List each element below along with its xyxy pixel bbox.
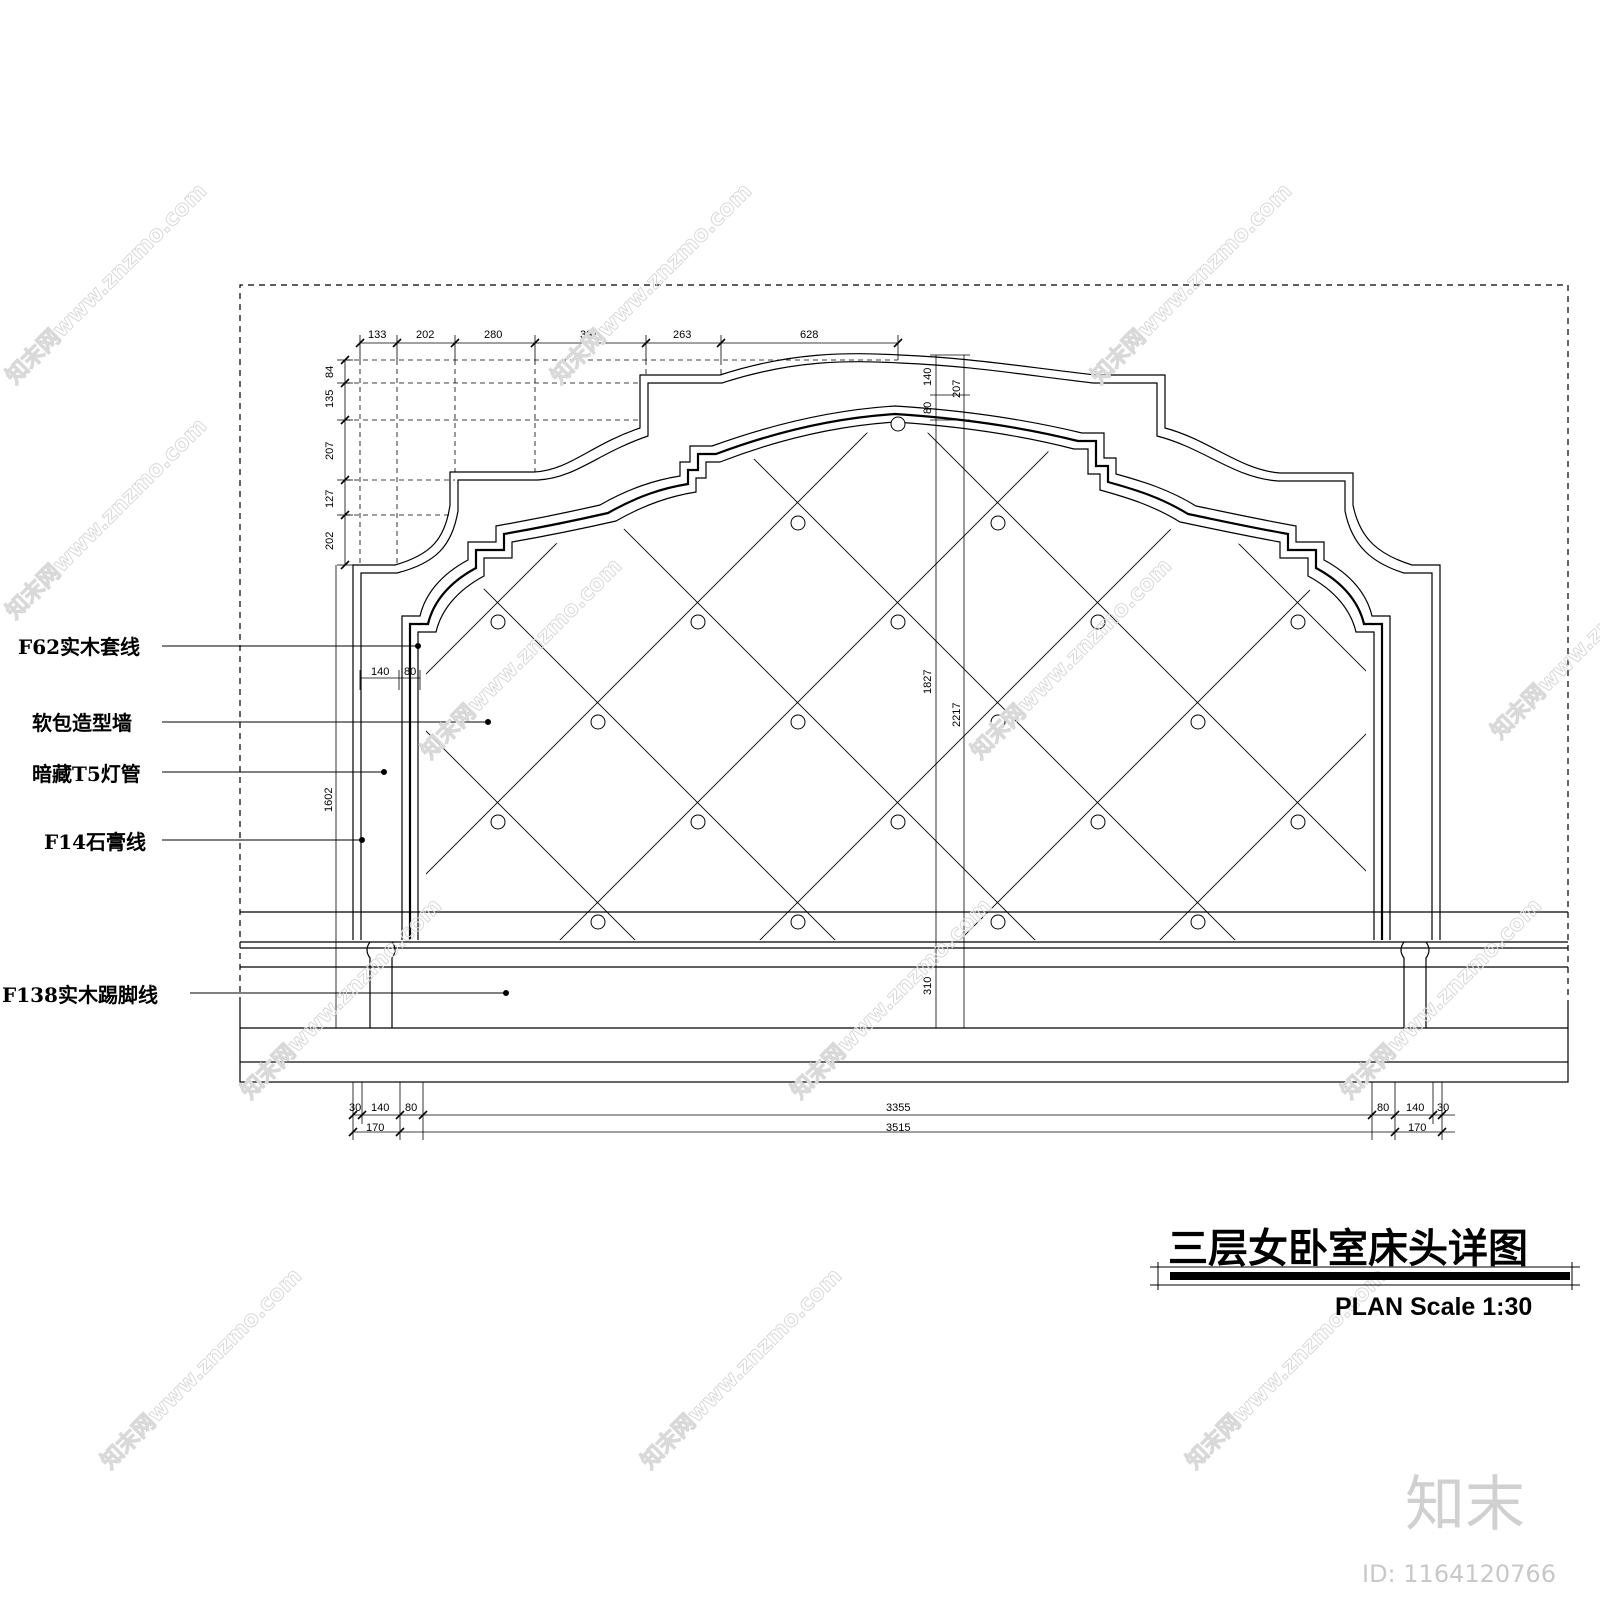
watermark-text: 知末网www.znzmo.com	[96, 1263, 307, 1474]
title-block: 三层女卧室床头详图 PLAN Scale 1:30	[1150, 1226, 1580, 1321]
dim-bottom-3355: 3355	[886, 1102, 910, 1114]
scale-label: PLAN Scale 1:30	[1335, 1293, 1532, 1321]
dim-bottom-80-left: 80	[405, 1102, 417, 1114]
label-soft-pack-wall: 软包造型墙	[32, 711, 132, 735]
outer-plaster-line	[352, 353, 1441, 940]
wood-casing	[401, 405, 1391, 940]
dim-bottom-80-right: 80	[1377, 1102, 1389, 1114]
dim-bottom-140-left: 140	[371, 1102, 389, 1114]
brand-watermark: 知末	[1405, 1470, 1525, 1540]
watermark-text: 知末网www.znzmo.com	[1336, 893, 1547, 1104]
title-underline	[1170, 1272, 1570, 1280]
dim-side-80: 80	[404, 666, 416, 678]
frame	[239, 284, 1569, 1062]
dim-center-2217: 2217	[951, 703, 963, 727]
top-dimension-texts: 133 202 280 391 263 628	[368, 329, 818, 341]
dim-bottom-3515: 3515	[886, 1122, 910, 1134]
watermark-text: 知末网www.znzmo.com	[1, 413, 212, 624]
dim-bottom-170-left: 170	[366, 1122, 384, 1134]
dim-top-3: 280	[484, 329, 502, 341]
dim-top-2: 202	[416, 329, 434, 341]
watermark-text: 知末网www.znzmo.com	[1, 178, 212, 389]
bottom-dimension-texts: 30 140 80 3355 80 140 30 170 3515 170	[349, 1102, 1449, 1134]
dim-center-140: 140	[922, 368, 934, 386]
dim-top-1: 133	[368, 329, 386, 341]
watermark-text: 知末网www.znzmo.com	[416, 553, 627, 764]
watermark-text: 知末网www.znzmo.com	[636, 1263, 847, 1474]
dim-center-1827: 1827	[922, 670, 934, 694]
dim-bottom-170-right: 170	[1408, 1122, 1426, 1134]
dim-top-4: 391	[580, 329, 598, 341]
label-wood-casing: F62实木套线	[18, 635, 140, 659]
watermark-text: 知末网www.znzmo.com	[1086, 178, 1297, 389]
material-callouts	[162, 643, 509, 996]
dim-center-80: 80	[922, 402, 934, 414]
dim-left-2: 135	[324, 390, 336, 408]
dim-bottom-30-left: 30	[349, 1102, 361, 1114]
watermark-text: 知末网www.znzmo.com	[786, 893, 997, 1104]
dim-left-1: 84	[324, 366, 336, 378]
dim-top-6: 628	[800, 329, 818, 341]
center-dimension-texts: 140 207 80 1827 2217 310	[922, 368, 963, 995]
soft-pack-diamond-grid	[426, 430, 1366, 940]
dim-center-207: 207	[951, 380, 963, 398]
dim-side-140: 140	[371, 666, 389, 678]
left-dimension-texts: 84 135 207 127 202 1602 140 80	[323, 366, 416, 812]
tufting-buttons	[490, 416, 1306, 930]
watermark-text: 知末网www.znzmo.com	[1486, 533, 1600, 744]
dimension-ticks	[340, 338, 1447, 1137]
dim-left-5: 202	[324, 532, 336, 550]
dimension-lines	[335, 335, 1455, 1140]
dim-bottom-140-right: 140	[1406, 1102, 1424, 1114]
label-skirting: F138实木踢脚线	[2, 983, 158, 1007]
watermark-text: 知末网www.znzmo.com	[236, 893, 447, 1104]
dim-bottom-30-right: 30	[1437, 1102, 1449, 1114]
label-plaster-line: F14石膏线	[44, 830, 146, 854]
watermark-text: 知末网www.znzmo.com	[966, 553, 1177, 764]
drawing-title: 三层女卧室床头详图	[1168, 1226, 1528, 1272]
dim-left-height: 1602	[323, 788, 335, 812]
dim-center-310: 310	[922, 977, 934, 995]
label-hidden-t5-light: 暗藏T5灯管	[32, 762, 141, 786]
dashed-boundary	[239, 284, 1569, 1003]
base-skirting	[239, 911, 1569, 1083]
watermark-text: 知末网www.znzmo.com	[546, 178, 757, 389]
dim-left-4: 127	[324, 490, 336, 508]
dim-top-5: 263	[673, 329, 691, 341]
dim-left-3: 207	[324, 442, 336, 460]
image-id-text: ID: 1164120766	[1362, 1560, 1556, 1588]
